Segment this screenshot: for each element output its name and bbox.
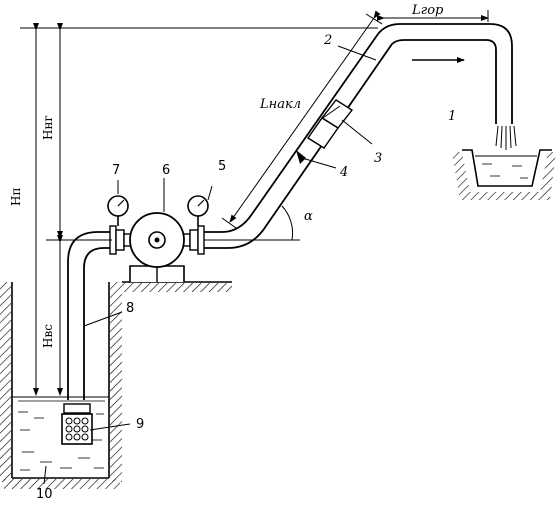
- pump: [109, 212, 205, 282]
- label-7: 7: [112, 163, 120, 178]
- label-6: 6: [162, 163, 170, 178]
- callout-leaders: [43, 45, 377, 485]
- suction-pipe: [67, 231, 112, 400]
- check-valve: [296, 150, 306, 164]
- label-1: 1: [448, 109, 456, 124]
- label-5: 5: [218, 159, 226, 174]
- label-h-ng: Hнг: [41, 115, 55, 140]
- label-h-vs: Hвс: [41, 324, 55, 348]
- water-ripples: [18, 411, 104, 471]
- label-8: 8: [126, 301, 134, 316]
- dimension-lines: [20, 10, 489, 398]
- upper-reservoir: [452, 149, 556, 200]
- label-h-p: Hп: [9, 188, 23, 206]
- label-3: 3: [374, 151, 382, 166]
- lower-reservoir: [0, 282, 122, 489]
- discharge-pipe: [204, 23, 513, 249]
- outflow-stream: [495, 125, 517, 150]
- foot-valve-strainer: [61, 403, 93, 445]
- label-10: 10: [36, 487, 53, 502]
- label-l-hor: Lгор: [411, 3, 444, 18]
- label-alpha: α: [304, 209, 313, 224]
- label-4: 4: [339, 165, 348, 180]
- label-l-incl: Lнакл: [259, 97, 301, 112]
- pressure-gauge: [187, 195, 209, 226]
- label-9: 9: [136, 417, 144, 432]
- vacuum-gauge: [107, 195, 129, 226]
- label-2: 2: [323, 33, 332, 48]
- pump-foundation-ground: [122, 281, 232, 292]
